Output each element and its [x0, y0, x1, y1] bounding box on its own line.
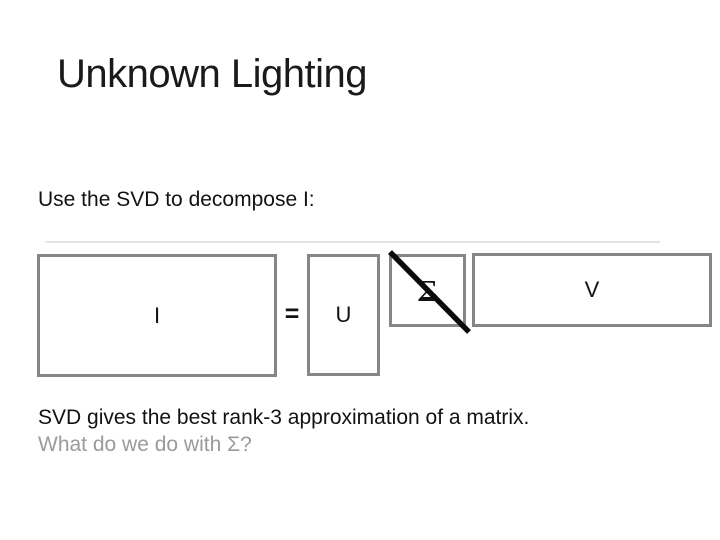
matrix-u-box: U	[307, 254, 380, 376]
matrix-v-box: V	[472, 253, 712, 327]
intro-text: Use the SVD to decompose I:	[38, 188, 315, 211]
conclusion-text: SVD gives the best rank-3 approximation …	[38, 406, 530, 429]
matrix-u-label: U	[335, 302, 352, 327]
matrix-i-box: I	[37, 254, 277, 377]
sigma-label: Σ	[417, 273, 438, 308]
matrix-i-label: I	[153, 302, 161, 328]
matrix-v-label: V	[584, 277, 600, 302]
question-text: What do we do with Σ?	[38, 433, 252, 456]
page-title: Unknown Lighting	[57, 52, 368, 96]
sigma-box: Σ	[389, 254, 466, 327]
equals-sign: =	[284, 300, 300, 328]
placeholder-top-line	[45, 241, 660, 243]
